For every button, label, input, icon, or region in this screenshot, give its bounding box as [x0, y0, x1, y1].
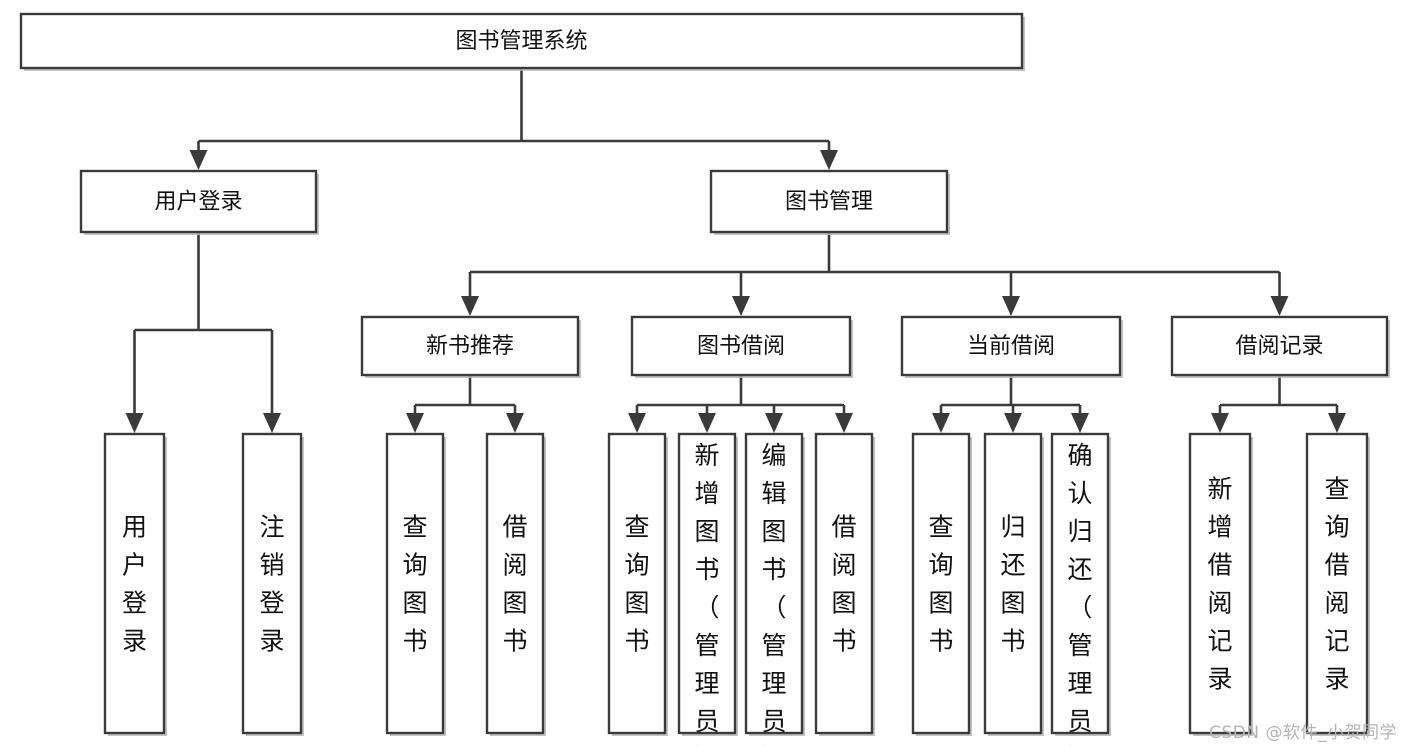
connectors-layer	[125, 68, 1346, 433]
node-rect[interactable]	[19, 12, 1024, 70]
node-leaf-bb-edit-book[interactable]: 编辑图书（管理员）	[744, 432, 805, 747]
node-rect[interactable]	[1050, 432, 1110, 735]
node-label: 查询借阅记录	[1324, 475, 1349, 694]
node-label: 用户登录	[154, 190, 242, 215]
node-label: 确认归还（管理员）	[1067, 441, 1092, 747]
edge-currentborrow-to-leaves	[932, 375, 1089, 433]
node-leaf-nb-query-book[interactable]: 查询图书	[385, 432, 446, 736]
node-rect[interactable]	[360, 315, 580, 377]
edge-root-to-level2	[189, 68, 838, 170]
boxes-layer: 图书管理系统用户登录图书管理新书推荐图书借阅当前借阅借阅记录用户登录注销登录查询…	[19, 12, 1390, 747]
node-rect[interactable]	[385, 432, 445, 735]
node-borrow-record[interactable]: 借阅记录	[1170, 315, 1390, 378]
edge-borrowrecord-to-leaves	[1211, 375, 1346, 433]
node-leaf-bb-borrow-book[interactable]: 借阅图书	[814, 432, 875, 736]
node-rect[interactable]	[241, 432, 303, 735]
arrow-head-icon	[698, 413, 716, 433]
arrow-head-icon	[1328, 413, 1346, 433]
node-rect[interactable]	[103, 432, 166, 735]
node-label: 查询图书	[624, 513, 649, 656]
node-label: 新增借阅记录	[1207, 475, 1232, 694]
arrow-head-icon	[932, 413, 950, 433]
node-book-manage[interactable]: 图书管理	[709, 169, 950, 235]
edge-bookmanage-to-level3	[461, 232, 1289, 316]
node-leaf-cb-confirm-return[interactable]: 确认归还（管理员）	[1050, 432, 1111, 747]
arrow-head-icon	[506, 413, 524, 433]
node-label: 借阅图书	[502, 513, 527, 656]
arrow-head-icon	[820, 150, 838, 170]
node-rect[interactable]	[983, 432, 1043, 735]
node-label: 借阅图书	[831, 513, 856, 656]
node-rect[interactable]	[607, 432, 667, 735]
arrow-head-icon	[1004, 413, 1022, 433]
node-label: 图书管理系统	[455, 29, 587, 54]
node-label: 查询图书	[402, 513, 427, 656]
node-rect[interactable]	[1170, 315, 1389, 377]
arrow-head-icon	[461, 296, 479, 316]
node-book-borrow[interactable]: 图书借阅	[630, 315, 853, 378]
node-label: 图书借阅	[697, 334, 785, 359]
node-leaf-nb-borrow-book[interactable]: 借阅图书	[485, 432, 546, 736]
node-root[interactable]: 图书管理系统	[19, 12, 1025, 71]
node-leaf-cb-return-book[interactable]: 归还图书	[983, 432, 1044, 736]
edge-newbook-to-leaves	[406, 375, 524, 433]
node-rect[interactable]	[677, 432, 737, 735]
edge-userlogin-to-leaves	[125, 232, 281, 433]
node-leaf-user-login[interactable]: 用户登录	[103, 432, 167, 736]
node-label: 用户登录	[122, 513, 147, 656]
node-rect[interactable]	[744, 432, 804, 735]
node-new-book-recommend[interactable]: 新书推荐	[360, 315, 581, 378]
node-label: 查询图书	[928, 513, 953, 656]
node-rect[interactable]	[630, 315, 852, 377]
arrow-head-icon	[1211, 413, 1229, 433]
node-rect[interactable]	[709, 169, 949, 234]
node-rect[interactable]	[911, 432, 971, 735]
node-leaf-br-query-record[interactable]: 查询借阅记录	[1305, 432, 1370, 736]
arrow-head-icon	[1270, 296, 1289, 316]
node-leaf-bb-add-book[interactable]: 新增图书（管理员）	[677, 432, 738, 747]
node-label: 新增图书（管理员）	[694, 441, 719, 747]
edge-bookborrow-to-leaves	[628, 375, 853, 433]
node-label: 注销登录	[259, 513, 284, 656]
node-rect[interactable]	[814, 432, 874, 735]
node-leaf-br-add-record[interactable]: 新增借阅记录	[1188, 432, 1253, 736]
node-rect[interactable]	[485, 432, 545, 735]
arrow-head-icon	[628, 413, 646, 433]
node-user-login[interactable]: 用户登录	[79, 169, 319, 235]
arrow-head-icon	[835, 413, 853, 433]
node-rect[interactable]	[79, 169, 318, 234]
arrow-head-icon	[189, 150, 208, 170]
node-leaf-bb-query-book[interactable]: 查询图书	[607, 432, 668, 736]
arrow-head-icon	[765, 413, 783, 433]
node-label: 当前借阅	[967, 334, 1055, 359]
node-label: 编辑图书（管理员）	[761, 441, 786, 747]
arrow-head-icon	[1071, 413, 1089, 433]
node-label: 借阅记录	[1235, 334, 1323, 359]
node-rect[interactable]	[1305, 432, 1369, 735]
node-rect[interactable]	[1188, 432, 1252, 735]
arrow-head-icon	[263, 413, 281, 433]
arrow-head-icon	[732, 296, 750, 316]
node-leaf-cb-query-book[interactable]: 查询图书	[911, 432, 972, 736]
arrow-head-icon	[125, 413, 144, 433]
watermark-text: CSDN @软件_小贺同学	[1209, 723, 1397, 743]
arrow-head-icon	[1002, 296, 1020, 316]
node-current-borrow[interactable]: 当前借阅	[900, 315, 1123, 378]
node-leaf-logout[interactable]: 注销登录	[241, 432, 304, 736]
arrow-head-icon	[406, 413, 424, 433]
node-rect[interactable]	[900, 315, 1122, 377]
node-label: 归还图书	[1000, 513, 1025, 656]
node-label: 新书推荐	[426, 334, 514, 359]
node-label: 图书管理	[785, 190, 873, 215]
